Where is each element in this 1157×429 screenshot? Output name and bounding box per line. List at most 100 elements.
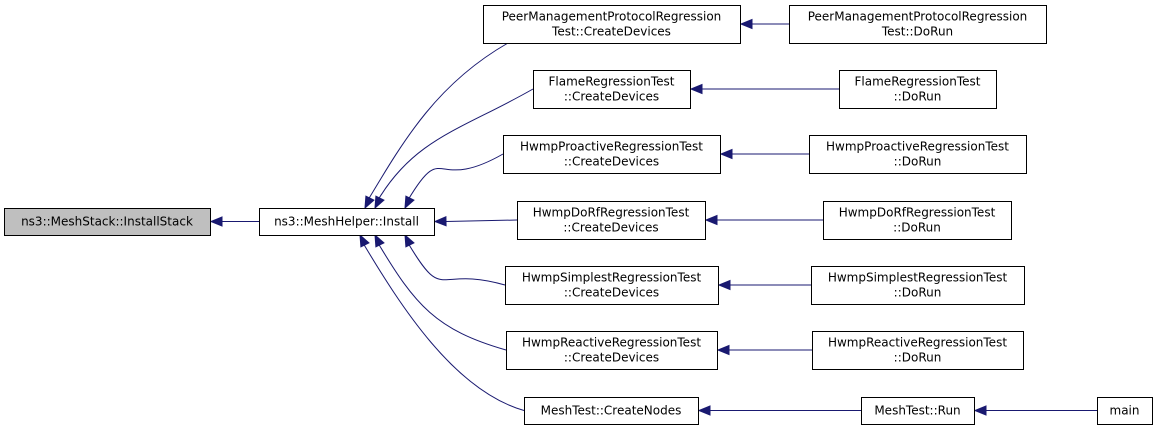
edge-main-to-meshtest-run (973, 405, 1097, 416)
node-label: HwmpReactiveRegressionTest (828, 336, 1007, 350)
node-label: MeshTest::CreateNodes (541, 404, 682, 418)
node-box (524, 397, 699, 425)
node-label: ::CreateDevices (564, 155, 659, 169)
node-main[interactable]: main (1097, 397, 1153, 425)
node-proactive-run[interactable]: HwmpProactiveRegressionTest::DoRun (809, 135, 1027, 174)
node-flame-run[interactable]: FlameRegressionTest::DoRun (839, 70, 997, 109)
node-label: ::DoRun (894, 90, 942, 104)
node-box (1097, 397, 1153, 425)
node-label: ::CreateDevices (564, 90, 659, 104)
node-box (811, 266, 1025, 305)
node-label: HwmpProactiveRegressionTest (826, 140, 1009, 154)
arrowhead (404, 195, 415, 210)
node-label: HwmpDoRfRegressionTest (533, 206, 690, 220)
node-box (505, 266, 719, 305)
node-meshtest-create-nodes[interactable]: MeshTest::CreateNodes (524, 397, 699, 425)
node-box (503, 135, 721, 174)
edge-reactive-run-to-reactive-create (716, 344, 812, 356)
node-box (809, 135, 1027, 174)
edge-line (377, 242, 507, 351)
node-box (533, 70, 691, 109)
nodes-layer: ns3::MeshStack::InstallStack ns3::MeshHel… (4, 5, 1153, 425)
node-label: HwmpSimplestRegressionTest (522, 271, 702, 285)
node-label: Test::DoRun (881, 25, 953, 39)
arrowhead (433, 216, 447, 227)
arrowhead (717, 279, 731, 291)
node-label: ::DoRun (894, 351, 942, 365)
node-proactive-create[interactable]: HwmpProactiveRegressionTest::CreateDevic… (503, 135, 721, 174)
node-box (789, 5, 1047, 44)
node-box (483, 5, 741, 44)
edge-meshtest-create-nodes-to-mesh-helper-install (359, 233, 525, 411)
edge-simplest-create-to-mesh-helper-install (404, 233, 506, 286)
edge-dorf-create-to-mesh-helper-install (433, 216, 518, 227)
node-label: ::DoRun (894, 155, 942, 169)
node-label: ::DoRun (894, 286, 942, 300)
edge-line (362, 242, 525, 411)
arrowhead (719, 148, 733, 160)
edge-reactive-create-to-mesh-helper-install (374, 233, 507, 351)
node-label: main (1110, 404, 1140, 418)
node-label: FlameRegressionTest (549, 75, 675, 89)
node-box (839, 70, 997, 109)
node-mesh-helper-install[interactable]: ns3::MeshHelper::Install (259, 208, 435, 236)
node-dorf-run[interactable]: HwmpDoRfRegressionTest::DoRun (823, 201, 1012, 240)
edge-proactive-create-to-mesh-helper-install (404, 153, 504, 210)
edge-line (407, 153, 504, 201)
arrowhead (364, 195, 375, 210)
node-box (4, 208, 211, 236)
arrowhead (404, 233, 415, 248)
arrowhead (739, 18, 753, 30)
edge-dorf-run-to-dorf-create (704, 214, 823, 226)
node-box (506, 331, 718, 370)
node-pmp-run[interactable]: PeerManagementProtocolRegressionTest::Do… (789, 5, 1047, 44)
edge-line (367, 42, 509, 201)
arrowhead (374, 233, 385, 248)
edge-pmp-create-to-mesh-helper-install (364, 42, 509, 210)
arrowhead (374, 195, 385, 210)
edge-line (377, 88, 534, 201)
node-label: PeerManagementProtocolRegression (808, 10, 1028, 24)
arrowhead (359, 233, 370, 248)
node-install-stack[interactable]: ns3::MeshStack::InstallStack (4, 208, 211, 236)
arrowhead (973, 405, 987, 416)
arrowhead (716, 344, 730, 356)
arrowhead (704, 214, 718, 226)
node-label: ns3::MeshStack::InstallStack (21, 215, 193, 229)
edge-proactive-run-to-proactive-create (719, 148, 809, 160)
node-label: MeshTest::Run (874, 404, 960, 418)
node-label: PeerManagementProtocolRegression (502, 10, 722, 24)
node-reactive-create[interactable]: HwmpReactiveRegressionTest::CreateDevice… (506, 331, 718, 370)
edge-pmp-run-to-pmp-create (739, 18, 789, 30)
node-label: ::CreateDevices (564, 351, 659, 365)
node-dorf-create[interactable]: HwmpDoRfRegressionTest::CreateDevices (517, 201, 706, 240)
edge-flame-run-to-flame-create (689, 83, 839, 95)
node-box (259, 208, 435, 236)
arrowhead (209, 216, 223, 227)
node-label: ::CreateDevices (564, 286, 659, 300)
node-label: HwmpReactiveRegressionTest (522, 336, 701, 350)
arrowhead (697, 405, 711, 416)
edges-layer (209, 18, 1097, 416)
edge-simplest-run-to-simplest-create (717, 279, 811, 291)
node-flame-create[interactable]: FlameRegressionTest::CreateDevices (533, 70, 691, 109)
node-simplest-run[interactable]: HwmpSimplestRegressionTest::DoRun (811, 266, 1025, 305)
edge-meshtest-run-to-meshtest-create-nodes (697, 405, 861, 416)
node-label: ::CreateDevices (563, 221, 658, 235)
node-pmp-create[interactable]: PeerManagementProtocolRegressionTest::Cr… (483, 5, 741, 44)
node-reactive-run[interactable]: HwmpReactiveRegressionTest::DoRun (812, 331, 1024, 370)
node-label: HwmpProactiveRegressionTest (520, 140, 703, 154)
node-label: FlameRegressionTest (855, 75, 981, 89)
edge-line (407, 242, 506, 286)
arrowhead (689, 83, 703, 95)
node-label: HwmpDoRfRegressionTest (839, 206, 996, 220)
edge-line (445, 219, 518, 222)
node-label: ns3::MeshHelper::Install (274, 215, 419, 229)
node-label: Test::CreateDevices (551, 25, 671, 39)
node-label: HwmpSimplestRegressionTest (828, 271, 1008, 285)
node-box (812, 331, 1024, 370)
node-simplest-create[interactable]: HwmpSimplestRegressionTest::CreateDevice… (505, 266, 719, 305)
node-label: ::DoRun (893, 221, 941, 235)
node-meshtest-run[interactable]: MeshTest::Run (861, 397, 975, 425)
